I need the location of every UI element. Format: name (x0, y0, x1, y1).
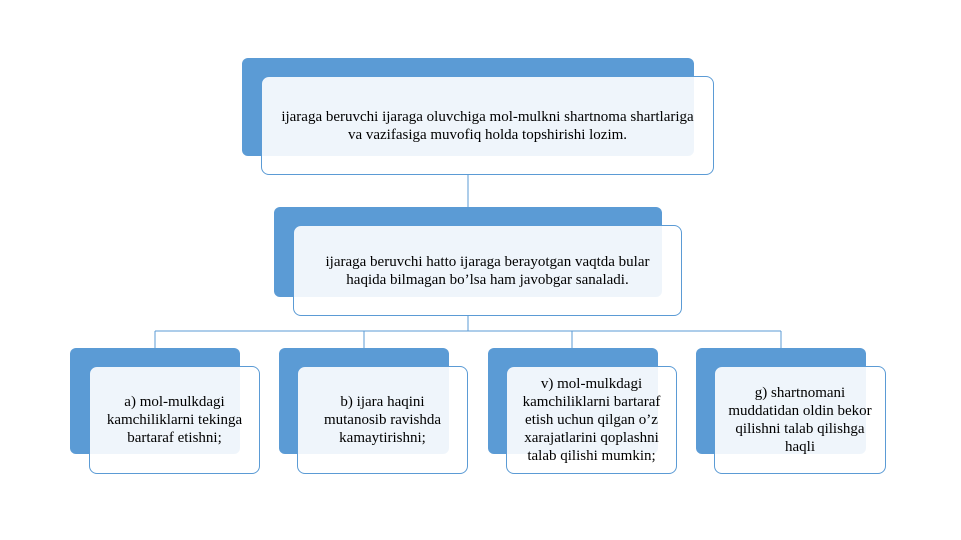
leaf-a-text: a) mol-mulkdagi kamchiliklarni tekinga b… (106, 394, 243, 446)
leaf-g-text: g) shartnomani muddatidan oldin bekor qi… (728, 385, 872, 455)
leaf-a-box: a) mol-mulkdagi kamchiliklarni tekinga b… (89, 366, 260, 474)
leaf-v-text: v) mol-mulkdagi kamchiliklarni bartaraf … (522, 376, 661, 464)
leaf-g-box: g) shartnomani muddatidan oldin bekor qi… (714, 366, 886, 474)
leaf-b-box: b) ijara haqini mutanosib ravishda kamay… (297, 366, 468, 474)
leaf-v-box: v) mol-mulkdagi kamchiliklarni bartaraf … (506, 366, 677, 474)
root-node-box: ijaraga beruvchi ijaraga oluvchiga mol-m… (261, 76, 714, 175)
middle-node-text: ijaraga beruvchi hatto ijaraga berayotga… (325, 253, 650, 288)
root-node-text: ijaraga beruvchi ijaraga oluvchiga mol-m… (281, 108, 694, 143)
leaf-b-text: b) ijara haqini mutanosib ravishda kamay… (323, 394, 442, 446)
middle-node-box: ijaraga beruvchi hatto ijaraga berayotga… (293, 225, 682, 316)
